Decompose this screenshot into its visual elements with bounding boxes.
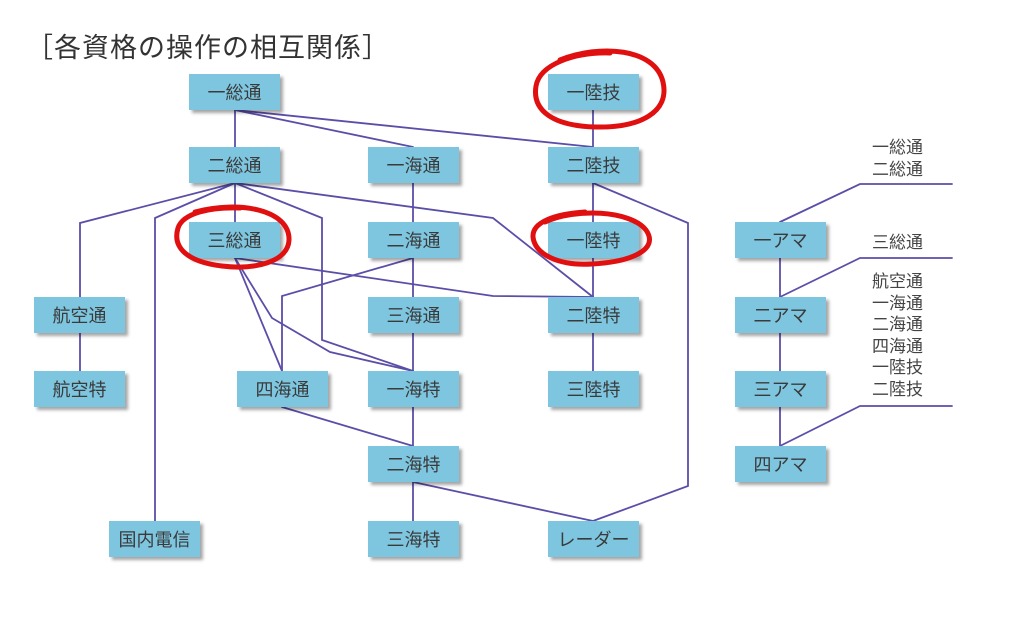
node-san-sou: 三総通 <box>189 222 280 258</box>
line-nisou-nirikutoku <box>234 182 594 298</box>
node-ichi-ama: 一アマ <box>735 222 826 258</box>
node-ni-riku-toku: 二陸特 <box>548 297 639 333</box>
line-ichisou-nirikugi <box>234 109 594 148</box>
node-ichi-kai: 一海通 <box>368 147 459 183</box>
node-radar: レーダー <box>548 521 639 557</box>
node-koukuu-tsu: 航空通 <box>34 297 125 333</box>
node-ni-riku-gi: 二陸技 <box>548 147 639 183</box>
node-ni-kai-toku: 二海特 <box>368 446 459 482</box>
node-ichi-kai-toku: 一海特 <box>368 371 459 407</box>
node-ni-ama: 二アマ <box>735 297 826 333</box>
highlight-circle-san-sou <box>174 204 292 270</box>
node-ichi-riku-gi: 一陸技 <box>548 74 639 110</box>
node-san-kai: 三海通 <box>368 297 459 333</box>
line-yonkai-nikaitoku <box>281 406 414 447</box>
side-label-group1: 一総通 二総通 <box>872 138 923 180</box>
node-yon-ama: 四アマ <box>735 446 826 482</box>
line-nisou-ichikaitoku <box>234 182 414 372</box>
line-group3-yonama <box>779 405 953 447</box>
page-title: ［各資格の操作の相互関係］ <box>26 33 390 64</box>
line-sansou-yonkai <box>234 257 283 372</box>
line-nisou-koukuu <box>79 182 236 298</box>
highlight-circle-ichi-riku-gi <box>533 48 667 130</box>
line-group1-ichiama <box>779 183 953 223</box>
highlight-circle-ichi-riku-toku <box>530 209 652 267</box>
node-yon-kai: 四海通 <box>237 371 328 407</box>
node-ichi-sou: 一総通 <box>189 74 280 110</box>
node-koukuu-toku: 航空特 <box>34 371 125 407</box>
node-kokunai-denshin: 国内電信 <box>109 521 200 557</box>
node-ni-kai: 二海通 <box>368 222 459 258</box>
side-label-group3: 航空通 一海通 二海通 四海通 一陸技 二陸技 <box>872 272 923 400</box>
line-sansou-nirikutoku <box>234 257 594 298</box>
side-label-group2: 三総通 <box>872 233 923 253</box>
node-ichi-riku-toku: 一陸特 <box>548 222 639 258</box>
line-nirikugi-radar <box>592 182 689 522</box>
line-nisou-kokunai <box>154 182 236 522</box>
node-san-ama: 三アマ <box>735 371 826 407</box>
line-ichisou-ichikai <box>234 109 414 148</box>
node-san-riku-toku: 三陸特 <box>548 371 639 407</box>
line-nikaitoku-radar <box>412 481 594 522</box>
line-group2-niama <box>779 257 953 298</box>
node-ni-sou: 二総通 <box>189 147 280 183</box>
line-nikai-yonkai <box>281 257 414 372</box>
node-san-kai-toku: 三海特 <box>368 521 459 557</box>
line-sansou-ichikaitoku <box>234 257 414 372</box>
